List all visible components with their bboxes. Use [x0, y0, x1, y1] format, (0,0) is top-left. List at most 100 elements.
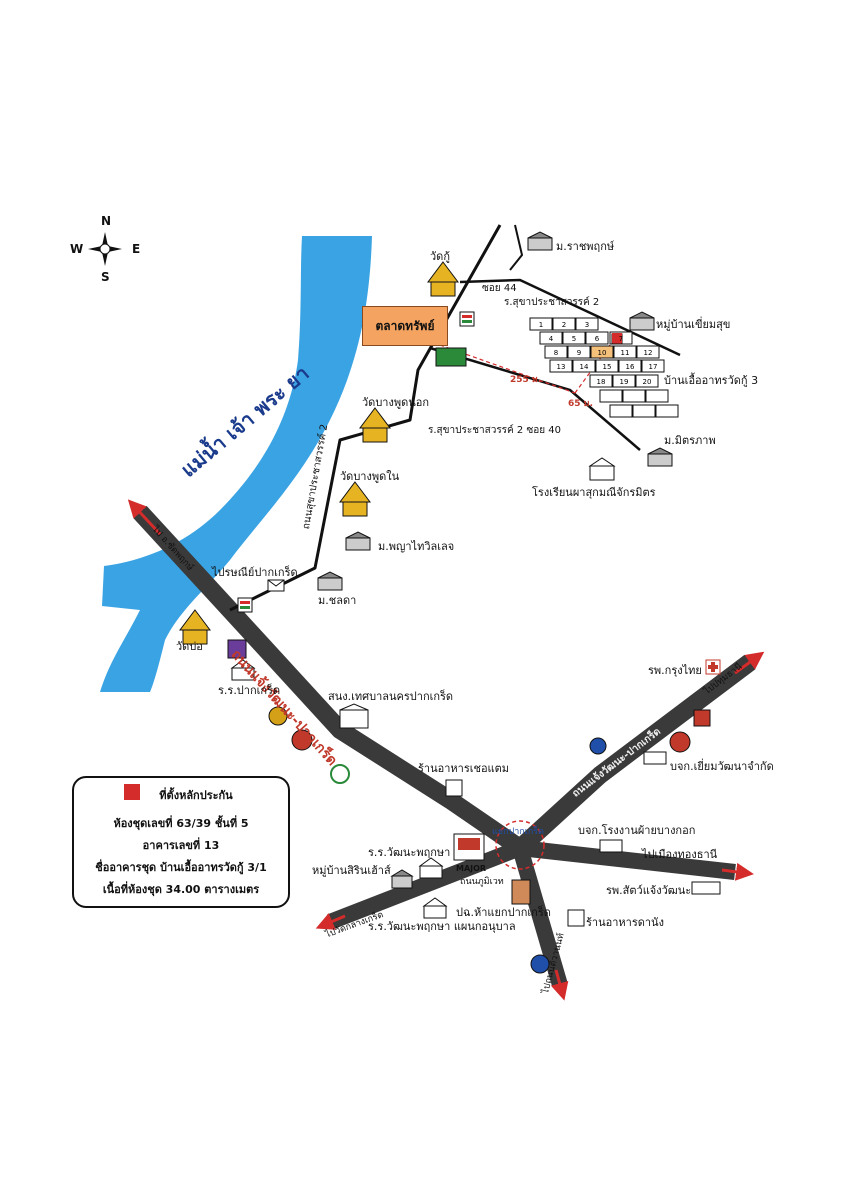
grid-number: 16	[626, 363, 635, 371]
road-main-northwest	[133, 505, 526, 856]
place-label-baan-eua: บ้านเอื้ออาทรวัดกู้ 3	[664, 374, 759, 387]
hospital-icon	[705, 659, 721, 675]
seven-eleven-icon	[459, 311, 475, 327]
legend-marker-icon	[124, 784, 140, 800]
grid-number: 8	[554, 349, 558, 357]
grid-number: 11	[621, 349, 630, 357]
compass-west-label: W	[70, 242, 84, 256]
gas-station-icon	[669, 731, 691, 753]
road-main-southwest	[327, 840, 523, 930]
legend-line2: อาคารเลขที่ 13	[142, 839, 220, 852]
place-label-khiamsuk: หมู่บ้านเขี่ยมสุข	[656, 318, 731, 331]
arrow-sw	[315, 913, 346, 930]
bank-icon	[268, 706, 288, 726]
legend-line4: เนื้อที่ห้องชุด 34.00 ตารางเมตร	[102, 883, 260, 896]
major-logo	[453, 833, 485, 861]
place-label-chala: ม.ชลดา	[318, 594, 357, 607]
grid-number: 4	[549, 335, 554, 343]
junction-label: แยกปากเกร็ด	[492, 827, 544, 837]
grid-number: 18	[597, 378, 606, 386]
temple-icon-watbo	[179, 609, 211, 645]
road-main-south	[512, 845, 568, 988]
grid-number: 2	[562, 321, 566, 329]
grid-number: 12	[644, 349, 653, 357]
mail-icon	[267, 579, 285, 592]
arrow-south	[550, 969, 569, 1001]
place-label-mittraphap: ม.มิตรภาพ	[664, 434, 716, 447]
compass-south-label: S	[101, 270, 110, 284]
school-icon-watthana2	[422, 897, 448, 919]
legend-title: ที่ตั้งหลักประกัน	[159, 789, 233, 802]
place-label-khiamwattana: บจก.เยี่ยมวัฒนาจำกัด	[670, 760, 774, 773]
market-label: ตลาดทรัพย์	[362, 306, 448, 346]
place-label-ratchaphruek: ม.ราชพฤกษ์	[556, 240, 615, 253]
road-soi40	[429, 346, 641, 451]
shell-icon	[693, 709, 711, 727]
grid-number: 13	[557, 363, 566, 371]
collateral-marker	[612, 333, 622, 343]
temple-icon-watku	[427, 261, 459, 297]
bank-icon	[330, 764, 350, 784]
place-label-rs-watthana: ร.ร.วัฒนะพฤกษา	[368, 846, 451, 859]
grid-number: 9	[577, 349, 581, 357]
arrow-east	[721, 862, 754, 881]
distance-label-255: 255 ม.	[510, 375, 542, 385]
legend-line1: ห้องชุดเลขที่ 63/39 ชั้นที่ 5	[113, 817, 249, 830]
grid-number: 17	[649, 363, 658, 371]
place-label-restaurant-danang: ร้านอาหารดานัง	[586, 916, 664, 929]
place-label-post-office: ไปรษณีย์ปากเกร็ด	[212, 566, 298, 579]
direction-label-east: ไปเมืองทองธานี	[642, 848, 718, 861]
restaurant-icon	[445, 779, 463, 797]
legend-line3: ชื่ออาคารชุด บ้านเอื้ออาทรวัดกู้ 3/1	[95, 861, 267, 874]
junction-circle	[495, 820, 545, 870]
building-icon-mall	[511, 879, 531, 905]
seven-eleven-icon	[237, 597, 253, 613]
compass-north-label: N	[101, 214, 112, 228]
grid-number: 6	[595, 335, 600, 343]
compass-east-label: E	[132, 242, 141, 256]
road-label-sukha-soi2: ร.สุขาประชาสวรรค์ 2	[504, 297, 600, 308]
restaurant-icon	[567, 909, 585, 927]
house-icon-sirin	[390, 869, 414, 889]
temple-icon-bangphut-nai	[339, 481, 371, 517]
place-label-pakkret-school: ร.ร.ปากเกร็ด	[218, 684, 281, 697]
grid-number: 10	[598, 349, 607, 357]
legend-box: ที่ตั้งหลักประกัน ห้องชุดเลขที่ 63/39 ชั…	[72, 776, 290, 908]
house-icon-khiamsuk	[629, 311, 655, 331]
compass-rose-icon	[88, 232, 122, 266]
house-icon-chala	[317, 571, 343, 591]
school-icon-pakkret	[230, 659, 256, 681]
bank-icon	[291, 729, 313, 751]
building-icon-factory	[599, 839, 623, 853]
school-icon-watthana	[418, 857, 444, 879]
direction-label-sw-road: ถนนภูมิเวท	[460, 877, 504, 887]
temple-icon-bangphut-nok	[359, 407, 391, 443]
grid-number: 19	[620, 378, 629, 386]
place-label-mall: ปฉ.ห้าแยกปากเกร็ด	[456, 906, 551, 919]
house-icon-phaya	[345, 531, 371, 551]
green-sign-icon	[435, 347, 467, 367]
place-label-sirin: หมู่บ้านสิรินเฮ้าส์	[312, 864, 391, 877]
grid-number: 15	[603, 363, 612, 371]
place-label-watku: วัดกู้	[430, 250, 450, 263]
bank-icon	[227, 639, 247, 659]
arrow-ne	[734, 651, 765, 675]
road-main-northeast	[513, 654, 756, 855]
distance-label-65: 65 ม.	[568, 399, 594, 409]
building-icon-municipality	[339, 703, 369, 729]
road-soi44	[459, 278, 681, 357]
grid-number: 14	[580, 363, 589, 371]
bank-icon	[530, 954, 550, 974]
house-icon-ratchaphruek	[527, 231, 553, 251]
river	[100, 236, 372, 692]
school-icon-phasuk	[588, 457, 616, 481]
place-label-watbo: วัดบ่อ	[176, 640, 203, 653]
place-label-factory: บจก.โรงงานผ้ายบางกอก	[578, 824, 696, 837]
house-icon-mittraphap	[647, 447, 673, 467]
grid-number: 7	[619, 335, 623, 343]
place-label-vet: รพ.สัตว์แจ้งวัฒนะ	[606, 884, 692, 897]
building-icon-vet	[691, 881, 721, 895]
place-label-phasuk-school: โรงเรียนผาสุกมณีจักรมิตร	[532, 486, 656, 499]
place-label-municipality: สนง.เทศบาลนครปากเกร็ด	[328, 690, 454, 703]
